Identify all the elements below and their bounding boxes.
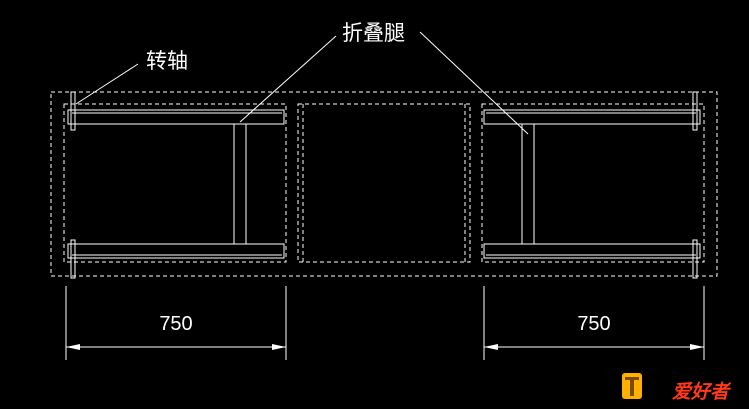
watermark-logo: 爱好者	[622, 373, 732, 403]
watermark-text: 爱好者	[672, 381, 732, 403]
pivot-axis-label: 转轴	[146, 49, 188, 73]
left-dim-arrow-start	[66, 344, 80, 350]
folding-leg-leader-right	[419, 31, 529, 135]
right-bottom-bar	[483, 243, 701, 259]
folding-leg-leader-left	[239, 35, 337, 123]
center-dashed-frame	[297, 103, 471, 263]
right-top-bar	[483, 109, 701, 125]
pivot-leader-line	[75, 63, 139, 105]
left-folding-leg	[233, 123, 247, 245]
right-dim-arrow-end	[690, 344, 704, 350]
right-bottom-pivot	[692, 239, 698, 279]
left-dim-arrow-end	[272, 344, 286, 350]
right-dashed-frame	[481, 103, 705, 263]
right-dim-arrow-start	[484, 344, 498, 350]
left-dashed-frame	[63, 103, 287, 263]
right-top-pivot	[692, 91, 698, 131]
folding-leg-label: 折叠腿	[342, 21, 405, 45]
right-folding-leg	[521, 123, 535, 245]
outer-dashed-frame	[50, 91, 718, 277]
left-bottom-pivot	[70, 239, 76, 279]
left-top-pivot	[70, 91, 76, 131]
left-dimension-value: 750	[159, 313, 192, 335]
left-top-bar	[67, 109, 285, 125]
right-dimension-value: 750	[577, 313, 610, 335]
left-bottom-bar	[67, 243, 285, 259]
